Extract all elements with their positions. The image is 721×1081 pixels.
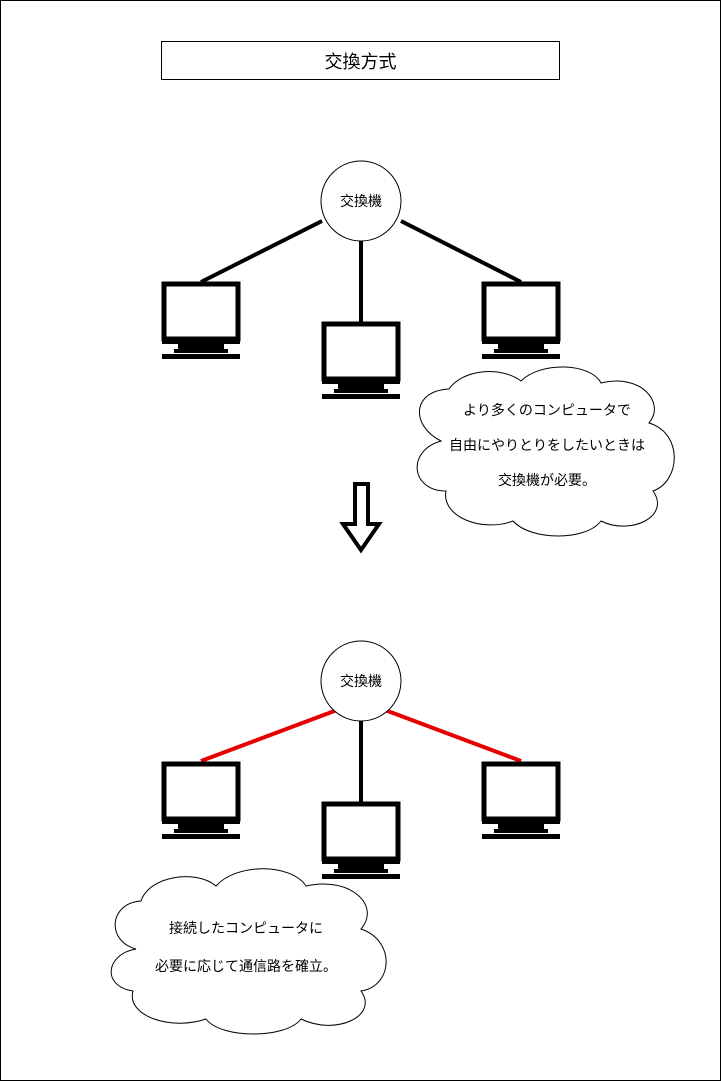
top-cloud-line-2: 自由にやりとりをしたいときは	[449, 438, 645, 454]
top-link-right	[400, 219, 522, 284]
top-switch-label: 交換機	[340, 193, 382, 210]
bottom-switch-node: 交換機	[320, 640, 402, 722]
bottom-computer-center-icon	[322, 804, 400, 879]
top-cloud-callout: より多くのコンピュータで 自由にやりとりをしたいときは 交換機が必要。	[416, 366, 675, 537]
bottom-computer-left-icon	[162, 764, 240, 839]
top-link-left	[200, 219, 323, 284]
bottom-switch-label: 交換機	[340, 673, 382, 690]
page-title-text: 交換方式	[324, 51, 397, 73]
top-cloud-line-1: より多くのコンピュータで	[463, 402, 631, 419]
bottom-computer-right-icon	[482, 764, 560, 839]
bottom-cloud-shape	[110, 868, 387, 1035]
bottom-network-diagram: 交換機 接続したコンピュータに 必要に応じて通信路を確立。	[110, 640, 560, 1035]
down-arrow-icon	[339, 482, 383, 554]
top-computer-right-icon	[482, 284, 560, 359]
top-switch-node: 交換機	[320, 160, 402, 242]
top-computer-center-icon	[322, 324, 400, 399]
bottom-cloud-callout: 接続したコンピュータに 必要に応じて通信路を確立。	[110, 868, 387, 1035]
bottom-cloud-line-2: 必要に応じて通信路を確立。	[155, 959, 337, 975]
top-cloud-shape	[416, 366, 675, 537]
bottom-cloud-line-1: 接続したコンピュータに	[169, 920, 323, 937]
top-computer-left-icon	[162, 284, 240, 359]
top-network-diagram: 交換機 より多くのコンピュータで 自由にやりとりをしたいときは 交換機が必要。	[162, 160, 675, 537]
top-cloud-line-3: 交換機が必要。	[498, 472, 596, 489]
page-title: 交換方式	[161, 41, 560, 80]
